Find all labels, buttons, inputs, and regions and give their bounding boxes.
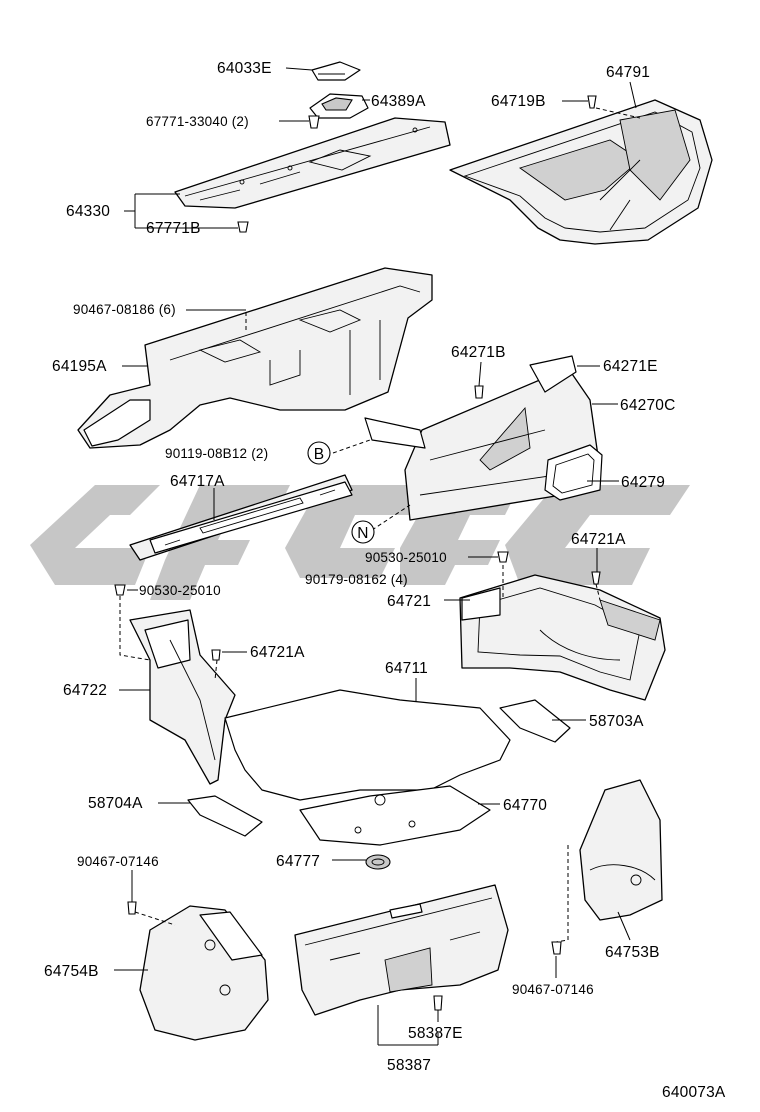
fastener-90467-right (551, 941, 562, 955)
label-64754B: 64754B (44, 963, 99, 980)
label-64270C: 64270C (620, 397, 676, 414)
label-90530-25010-right: 90530-25010 (365, 550, 447, 565)
fastener-64721A-left (211, 649, 221, 661)
callout-b: B (307, 441, 331, 465)
label-58704A: 58704A (88, 795, 143, 812)
label-64195A: 64195A (52, 358, 107, 375)
label-90179-08162: 90179-08162 (4) (305, 572, 408, 587)
part-64754B-rear-trim (139, 905, 269, 1041)
label-64721: 64721 (387, 593, 431, 610)
part-64753B-rear-trim (579, 779, 663, 921)
callout-b-text: B (314, 446, 325, 463)
fastener-90530-left (114, 584, 126, 596)
label-58703A: 58703A (589, 713, 644, 730)
fastener-67771B (237, 221, 249, 233)
dashed-lines (119, 107, 641, 943)
label-64711: 64711 (385, 660, 428, 677)
fastener-90467-left (127, 901, 137, 915)
fastener-58387E (433, 995, 443, 1011)
label-64721A-right: 64721A (571, 531, 626, 548)
part-64721-trunk-side-trim (459, 574, 666, 701)
label-64271E: 64271E (603, 358, 658, 375)
fastener-64271B (474, 385, 484, 399)
part-64033E-cover (311, 61, 361, 81)
part-64711-floor-mat (224, 689, 511, 801)
label-58387E: 58387E (408, 1025, 463, 1042)
label-67771B: 67771B (146, 220, 201, 237)
callout-n-text: N (357, 525, 368, 542)
part-64330-package-tray (174, 117, 451, 209)
label-67771-33040: 67771-33040 (2) (146, 114, 249, 129)
label-90467-07146-right: 90467-07146 (512, 982, 594, 997)
fastener-64719B (587, 95, 597, 109)
label-64721A-left: 64721A (250, 644, 305, 661)
label-64753B: 64753B (605, 944, 660, 961)
label-64722: 64722 (63, 682, 107, 699)
label-64330: 64330 (66, 203, 110, 220)
part-labels: 64033E 64389A 67771-33040 (2) 64330 6777… (44, 60, 726, 1101)
fastener-64721A-right (591, 571, 601, 585)
part-58387-rear-panel-trim (294, 884, 509, 1016)
label-64279: 64279 (621, 474, 665, 491)
part-64717A-side-panel (129, 474, 353, 561)
fastener-67771-33040 (308, 115, 320, 129)
leader-lines (114, 67, 637, 1046)
label-64719B: 64719B (491, 93, 546, 110)
part-90119-bracket (364, 417, 426, 449)
diagram-code: 640073A (662, 1084, 726, 1101)
part-64722-trunk-side-trim (129, 609, 236, 785)
label-58387: 58387 (387, 1057, 431, 1074)
label-90467-08186: 90467-08186 (6) (73, 302, 176, 317)
fastener-90530-right (497, 551, 509, 563)
part-58703A-plate (499, 699, 571, 743)
part-64770-floor-board (299, 785, 491, 846)
label-64791: 64791 (606, 64, 650, 81)
label-64770: 64770 (503, 797, 547, 814)
part-64777-grommet (365, 854, 391, 870)
label-64389A: 64389A (371, 93, 426, 110)
label-64717A: 64717A (170, 473, 225, 490)
label-64271B: 64271B (451, 344, 506, 361)
part-64195A-tray-panel (77, 267, 433, 449)
part-64791-trunk-lid-liner (449, 99, 713, 245)
part-64389A-bracket (309, 93, 369, 119)
callout-n: N (351, 520, 375, 544)
label-90119-08B12: 90119-08B12 (2) (165, 446, 268, 461)
part-64279-trim-frame (544, 444, 603, 501)
label-64033E: 64033E (217, 60, 272, 77)
label-90530-25010-left: 90530-25010 (139, 583, 221, 598)
label-64777: 64777 (276, 853, 320, 870)
part-58704A-plate (187, 795, 263, 837)
label-90467-07146-left: 90467-07146 (77, 854, 159, 869)
